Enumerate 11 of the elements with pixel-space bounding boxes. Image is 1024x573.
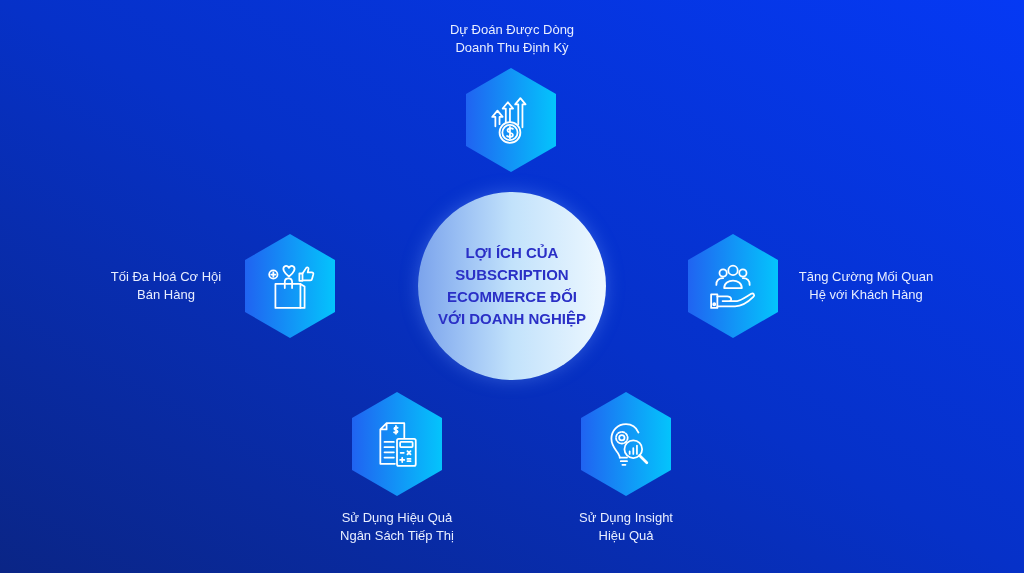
caption-text: Sử Dụng Hiệu Quả Ngân Sách Tiếp Thị xyxy=(339,509,455,545)
heading-text: LỢI ÍCH CỦA SUBSCRIPTION ECOMMERCE ĐỐI VỚI DOANH NGHIỆP xyxy=(437,243,587,329)
hexagon-tile xyxy=(581,392,671,496)
hexagon-tile xyxy=(466,68,556,172)
caption-text: Tăng Cường Mối Quan Hệ với Khách Hàng xyxy=(797,268,935,304)
hexagon-tile xyxy=(245,234,335,338)
caption-text: Tối Đa Hoá Cơ Hội Bán Hàng xyxy=(109,268,223,304)
caption-text: Sử Dụng Insight Hiệu Quả xyxy=(578,509,674,545)
hexagon-tile xyxy=(688,234,778,338)
hexagon-tile xyxy=(352,392,442,496)
caption-text: Dự Đoán Được Dòng Doanh Thu Định Kỳ xyxy=(448,21,576,57)
